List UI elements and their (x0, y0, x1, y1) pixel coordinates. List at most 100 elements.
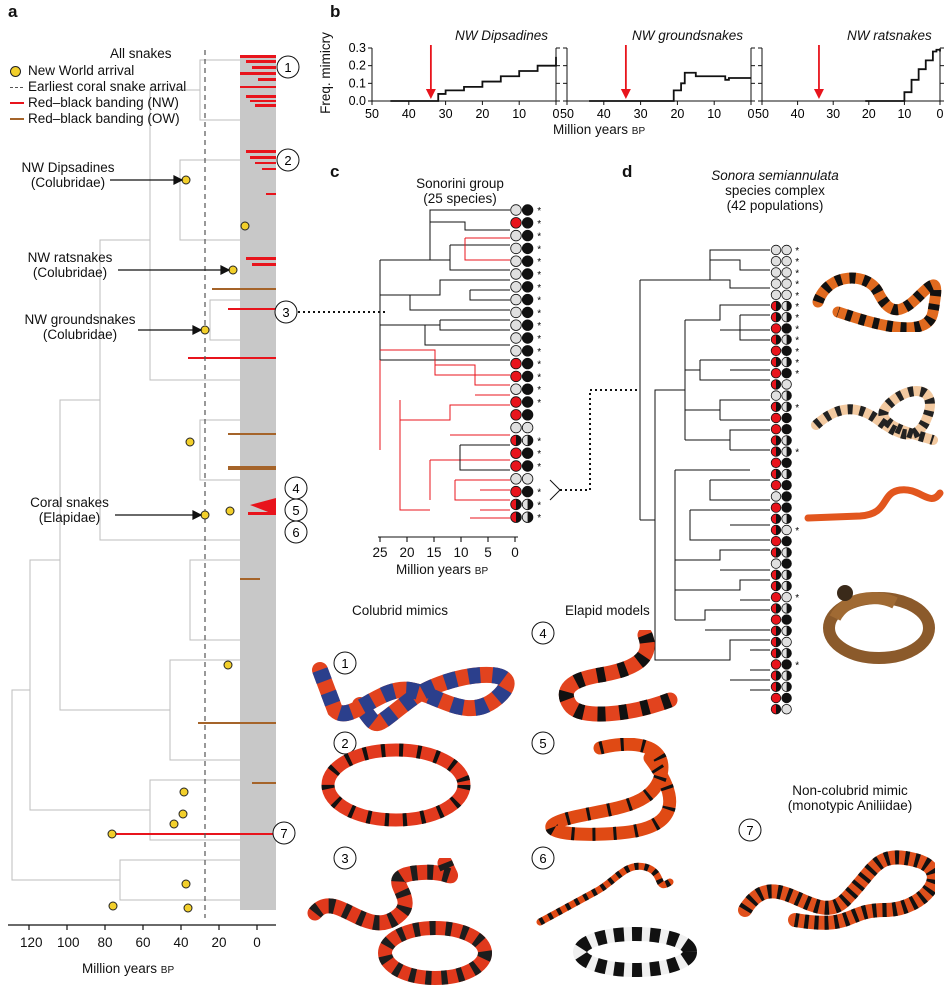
state-circle (521, 421, 534, 434)
snake-photo-4 (558, 630, 678, 722)
star-marker: * (537, 257, 541, 268)
tick-label: 25 (372, 545, 388, 560)
star-marker: * (537, 219, 541, 230)
svg-text:3: 3 (282, 305, 289, 320)
state-circle (521, 473, 534, 485)
series-line (865, 48, 941, 102)
elapid-title: Elapid models (565, 603, 650, 618)
state-circle (770, 367, 782, 379)
state-circle (781, 558, 792, 569)
state-circle (781, 603, 792, 614)
state-circle (521, 229, 534, 242)
star-marker: * (537, 321, 541, 332)
tree-gray-mass (11, 55, 276, 910)
state-circle (770, 278, 782, 289)
star-marker: * (537, 398, 541, 409)
state-circle (770, 670, 782, 681)
legend-item-brown-ow: Red–black banding (OW) (10, 111, 200, 127)
state-circle (770, 401, 782, 413)
snake-photo-7 (738, 850, 935, 930)
state-circle (521, 396, 534, 408)
axis-title-unit: BP (160, 965, 175, 976)
state-circle (770, 524, 782, 536)
panel-b-label: b (330, 2, 341, 21)
svg-text:1: 1 (341, 656, 348, 671)
x-tick-label: 30 (439, 107, 453, 121)
star-marker: * (537, 283, 541, 294)
state-circle (510, 332, 522, 344)
title-line: (25 species) (423, 191, 497, 206)
star-marker: * (795, 291, 799, 302)
star-marker: * (795, 268, 799, 279)
svg-text:4: 4 (539, 626, 546, 641)
dashed-line-icon (10, 87, 23, 88)
state-circle (521, 204, 534, 216)
tick-label: 20 (211, 935, 227, 950)
panel-d-label: d (622, 162, 633, 181)
state-circle (781, 345, 792, 357)
state-circle (781, 648, 792, 659)
photo-number-3: 3 (333, 846, 357, 870)
state-circle (510, 255, 522, 267)
legend-item-new-world: New World arrival (10, 63, 200, 79)
x-tick-label: 50 (755, 107, 769, 121)
state-circle (510, 357, 522, 370)
state-circle (781, 592, 792, 603)
state-circle (510, 447, 522, 459)
annotation-line: NW groundsnakes (24, 312, 136, 327)
subplot-title-ratsnakes: NW ratsnakes (847, 28, 932, 43)
state-circle (770, 390, 782, 401)
x-tick-label: 0 (937, 107, 944, 121)
state-circle (521, 357, 534, 370)
x-tick-label: 10 (897, 107, 911, 121)
state-circle (510, 204, 522, 216)
state-circle (770, 502, 782, 513)
state-circle (510, 268, 522, 280)
state-circle (521, 217, 534, 229)
axis-title-text: Million years (553, 122, 629, 137)
legend-label: Red–black banding (OW) (28, 111, 180, 126)
x-tick-label: 40 (402, 107, 416, 121)
state-circle (770, 468, 782, 480)
state-circle (781, 457, 792, 469)
annotation-line: NW Dipsadines (21, 160, 115, 175)
panel-d-states: ***************** (770, 244, 799, 715)
svg-text:7: 7 (746, 823, 753, 838)
tick-label: 120 (20, 935, 43, 950)
panel-c-axis-title: Million years BP (396, 562, 488, 577)
state-circle (781, 636, 792, 648)
panel-a-legend: New World arrival Earliest coral snake a… (10, 63, 200, 127)
state-circle (781, 524, 792, 536)
state-circle (781, 625, 792, 637)
panel-a-label: a (8, 2, 18, 21)
legend-label: Earliest coral snake arrival (28, 79, 187, 94)
state-circle (770, 513, 782, 525)
star-marker: * (795, 660, 799, 671)
state-circle (521, 281, 534, 293)
x-tick-label: 0 (553, 107, 560, 121)
state-circle (510, 319, 522, 331)
tick-label: 15 (426, 545, 442, 560)
state-circle (781, 356, 792, 368)
snake-photo-d2 (811, 386, 938, 445)
star-marker: * (795, 257, 799, 268)
state-circle (510, 396, 522, 408)
series-line (589, 71, 751, 102)
state-circle (770, 648, 782, 659)
tick-label: 100 (57, 935, 80, 950)
tick-label: 60 (135, 935, 151, 950)
annotation-dipsadines: NW Dipsadines (Colubridae) (18, 160, 118, 190)
panel-b-xlabel: Million years BP (553, 122, 645, 137)
star-marker: * (795, 448, 799, 459)
star-marker: * (537, 360, 541, 371)
state-circle (781, 401, 792, 413)
state-circle (770, 244, 782, 256)
panel-d-title: Sonora semiannulata species complex (42 … (680, 168, 870, 213)
state-circle (521, 460, 534, 472)
state-circle (781, 390, 792, 401)
state-circle (781, 704, 792, 715)
state-circle (521, 409, 534, 421)
star-marker: * (537, 372, 541, 383)
state-circle (781, 379, 792, 390)
